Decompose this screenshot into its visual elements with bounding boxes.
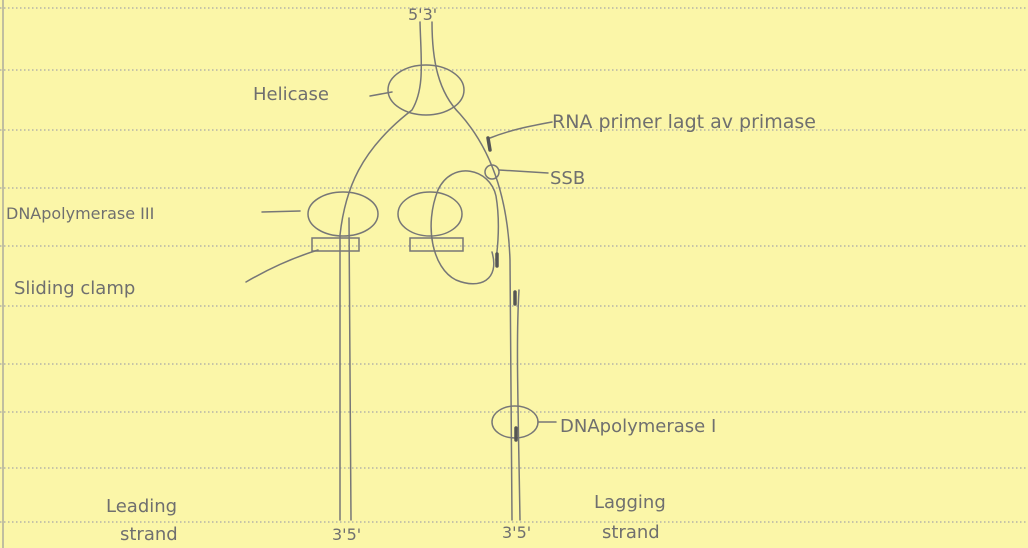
rna-primers: [488, 138, 516, 440]
rna-primer-label: RNA primer lagt av primase: [552, 111, 816, 133]
ssb-pointer: [499, 170, 548, 173]
helicase-label: Helicase: [253, 84, 329, 105]
dna-polymerase-iii-lagging-shape: [398, 192, 462, 236]
bottom-right-end-label: 3'5': [502, 523, 531, 542]
leading-new-strand: [349, 218, 351, 520]
ruled-lines: [0, 8, 1028, 522]
dna-polymerase-i-label: DNApolymerase I: [560, 416, 716, 437]
dna-polymerase-iii-label: DNApolymerase III: [6, 204, 154, 223]
bottom-left-end-label: 3'5': [332, 525, 361, 544]
lagging-strand-label-line2: strand: [602, 522, 660, 543]
sliding-clamp-label: Sliding clamp: [14, 278, 135, 299]
leading-strand-label-line1: Leading: [106, 496, 177, 517]
sliding-clamp-lagging: [410, 238, 463, 251]
dna-pol3-pointer: [262, 211, 300, 212]
sliding-clamp-pointer: [246, 250, 318, 282]
lagging-new-strand: [517, 290, 520, 520]
left-parental-strand: [340, 22, 421, 520]
lagging-strand-label-line1: Lagging: [594, 492, 666, 513]
helicase-shape: [388, 65, 464, 115]
top-end-label: 5'3': [408, 5, 437, 24]
ssb-label: SSB: [550, 168, 585, 189]
leading-strand-label-line2: strand: [120, 524, 178, 545]
sliding-clamp-leading: [312, 238, 359, 251]
